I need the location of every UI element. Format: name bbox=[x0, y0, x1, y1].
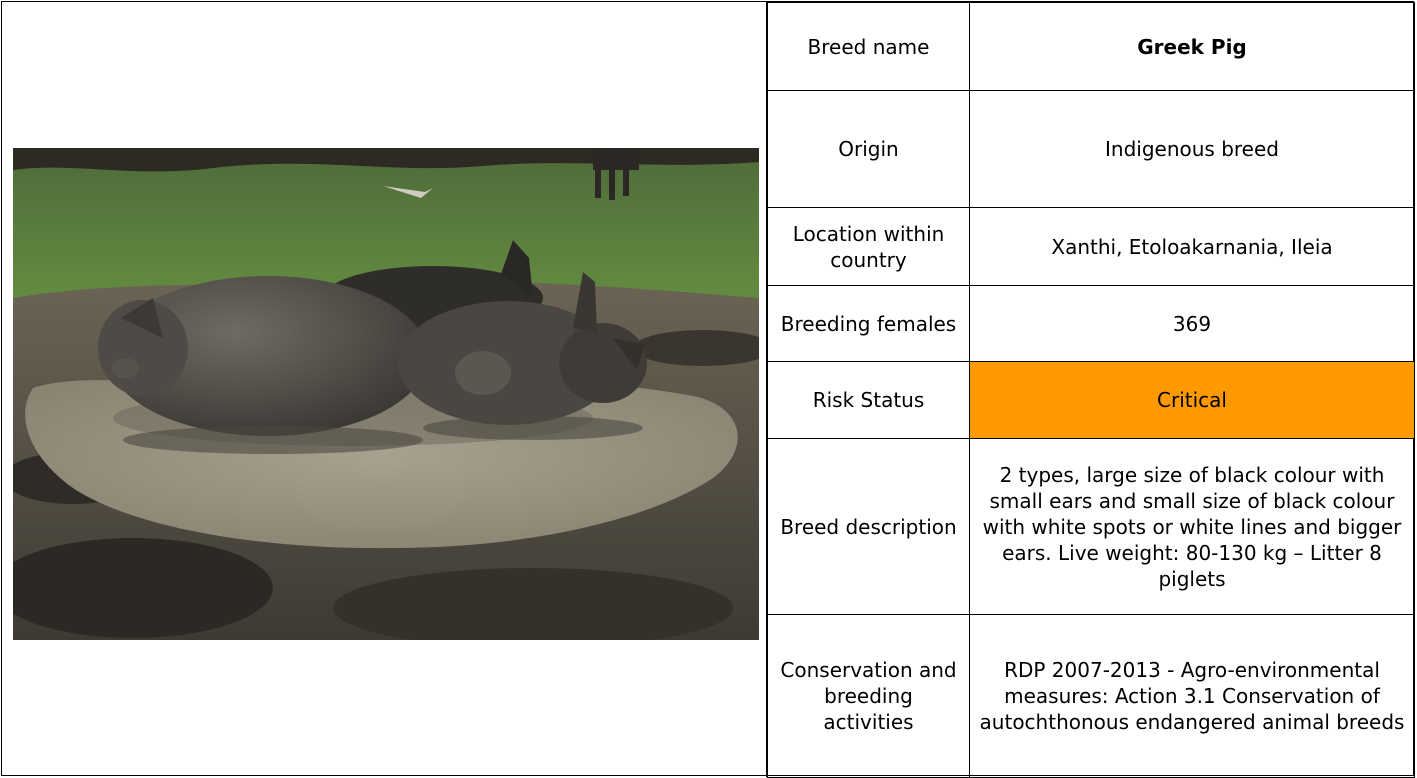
conservation-label: Conservation and breeding activities bbox=[767, 614, 970, 778]
risk-status-label: Risk Status bbox=[767, 361, 970, 439]
breed-description-value: 2 types, large size of black colour with… bbox=[969, 438, 1415, 615]
breed-name-value: Greek Pig bbox=[969, 2, 1415, 91]
breed-name-label: Breed name bbox=[767, 2, 970, 91]
row-risk-status: Risk Status Critical bbox=[767, 361, 1415, 439]
row-breed-description: Breed description 2 types, large size of… bbox=[767, 438, 1415, 615]
breed-description-label: Breed description bbox=[767, 438, 970, 615]
row-breed-name: Breed name Greek Pig bbox=[767, 2, 1415, 91]
origin-label: Origin bbox=[767, 90, 970, 208]
breed-photo bbox=[13, 148, 759, 640]
row-breeding-females: Breeding females 369 bbox=[767, 285, 1415, 362]
row-conservation: Conservation and breeding activities RDP… bbox=[767, 614, 1415, 778]
photo-cell bbox=[2, 2, 767, 777]
breed-info-table: Breed name Greek Pig Origin Indigenous b… bbox=[767, 2, 1415, 778]
origin-value: Indigenous breed bbox=[969, 90, 1415, 208]
location-label: Location within country bbox=[767, 207, 970, 286]
breeding-females-label: Breeding females bbox=[767, 285, 970, 362]
risk-status-value: Critical bbox=[969, 361, 1415, 439]
breeding-females-value: 369 bbox=[969, 285, 1415, 362]
conservation-value: RDP 2007-2013 - Agro-environmental measu… bbox=[969, 614, 1415, 778]
location-value: Xanthi, Etoloakarnania, Ileia bbox=[969, 207, 1415, 286]
row-origin: Origin Indigenous breed bbox=[767, 90, 1415, 208]
row-location: Location within country Xanthi, Etoloaka… bbox=[767, 207, 1415, 286]
